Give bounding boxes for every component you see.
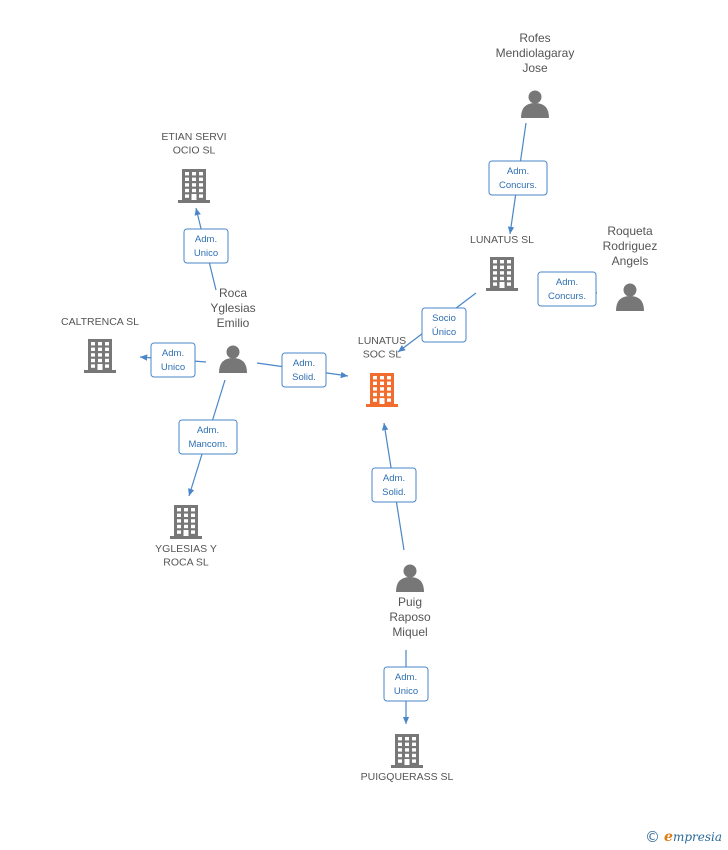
relation-label: Adm. (162, 348, 184, 359)
edge-rofes-to-lunatus_sl: Adm. Concurs. (488, 122, 548, 235)
relation-badge[interactable]: Adm. Solid. (371, 467, 417, 503)
relation-badge[interactable]: Adm. Concurs. (488, 160, 548, 196)
relation-label: Concurs. (499, 180, 537, 191)
node-puigquerass[interactable]: PUIGQUERASS SL (361, 734, 454, 783)
relation-label: Adm. (556, 277, 578, 288)
relation-label: Adm. (195, 234, 217, 245)
edge-roqueta-to-lunatus_sl: Adm. Concurs. (537, 271, 598, 307)
node-label: Puig (398, 595, 422, 609)
node-label: SOC SL (363, 349, 402, 361)
edge-roca-to-caltrenca: Adm. Unico (139, 342, 207, 378)
building-icon (391, 734, 423, 768)
relation-badge[interactable]: Adm. Unico (150, 342, 196, 378)
relation-label: Solid. (382, 487, 406, 498)
node-label: Emilio (217, 316, 250, 330)
relation-label: Socio (432, 313, 456, 324)
node-label: Raposo (389, 610, 431, 624)
relation-badge[interactable]: Adm. Unico (383, 666, 429, 702)
edge-roca-to-yglesias_roca: Adm. Mancom. (178, 379, 238, 497)
building-icon (178, 169, 210, 203)
node-label: ETIAN SERVI (161, 131, 226, 143)
node-label: PUIGQUERASS SL (361, 771, 454, 783)
relation-label: Adm. (507, 166, 529, 177)
edges-layer: Adm.Concurs.Adm.Concurs.SocioÚnicoAdm.Un… (139, 122, 598, 724)
node-lunatus_soc[interactable]: LUNATUS SOC SL (358, 335, 406, 407)
person-icon (521, 90, 549, 118)
relation-label: Solid. (292, 372, 316, 383)
node-label: Mendiolagaray (496, 46, 575, 60)
node-label: Rodriguez (603, 239, 658, 253)
node-yglesias_roca[interactable]: YGLESIAS Y ROCA SL (155, 505, 217, 569)
building-icon (170, 505, 202, 539)
brand-name: mpresia (672, 830, 722, 844)
relation-label: Adm. (293, 358, 315, 369)
node-label: LUNATUS (358, 335, 406, 347)
relation-badge[interactable]: Adm. Solid. (281, 352, 327, 388)
node-label: CALTRENCA SL (61, 316, 139, 328)
node-label: Yglesias (210, 301, 255, 315)
relation-label: Adm. (197, 425, 219, 436)
footer-credit: © empresia (645, 828, 722, 846)
edge-roca-to-etian: Adm. Unico (183, 207, 229, 291)
building-icon (486, 257, 518, 291)
person-icon (219, 345, 247, 373)
nodes-layer: LUNATUS SOC SL LUNATUS SL ETIAN SERVI OCIO S… (61, 31, 657, 783)
brand-logo[interactable]: empresia (664, 829, 722, 845)
relation-label: Adm. (383, 473, 405, 484)
relation-label: Unico (194, 248, 218, 259)
relation-label: Mancom. (188, 439, 227, 450)
relation-badge[interactable]: Adm. Concurs. (537, 271, 597, 307)
copyright-icon: © (645, 828, 661, 846)
node-label: Jose (522, 61, 548, 75)
node-label: Miquel (392, 625, 427, 639)
building-icon (84, 339, 116, 373)
node-label: YGLESIAS Y (155, 543, 217, 555)
node-label: Roqueta (607, 224, 653, 238)
edge-puig-to-lunatus_soc: Adm. Solid. (371, 422, 417, 551)
relation-label: Unico (394, 686, 418, 697)
node-label: LUNATUS SL (470, 234, 534, 246)
relation-badge[interactable]: Adm. Mancom. (178, 419, 238, 455)
node-label: Angels (612, 254, 649, 268)
node-label: Roca (219, 286, 247, 300)
building-icon-highlighted (366, 373, 398, 407)
relation-label: Unico (161, 362, 185, 373)
node-label: ROCA SL (163, 557, 209, 569)
edge-roca-to-lunatus_soc: Adm. Solid. (256, 352, 349, 388)
relation-badge[interactable]: Adm. Unico (183, 228, 229, 264)
relation-label: Único (432, 327, 456, 338)
relation-label: Concurs. (548, 291, 586, 302)
node-label: Rofes (519, 31, 550, 45)
brand-initial: e (664, 829, 673, 845)
node-etian[interactable]: ETIAN SERVI OCIO SL (161, 131, 227, 203)
node-caltrenca[interactable]: CALTRENCA SL (61, 316, 139, 373)
person-icon (616, 283, 644, 311)
person-icon (396, 564, 424, 592)
node-label: OCIO SL (173, 145, 216, 157)
edge-puig-to-puigquerass: Adm. Unico (383, 650, 429, 724)
relation-label: Adm. (395, 672, 417, 683)
node-lunatus_sl[interactable]: LUNATUS SL (470, 234, 534, 291)
